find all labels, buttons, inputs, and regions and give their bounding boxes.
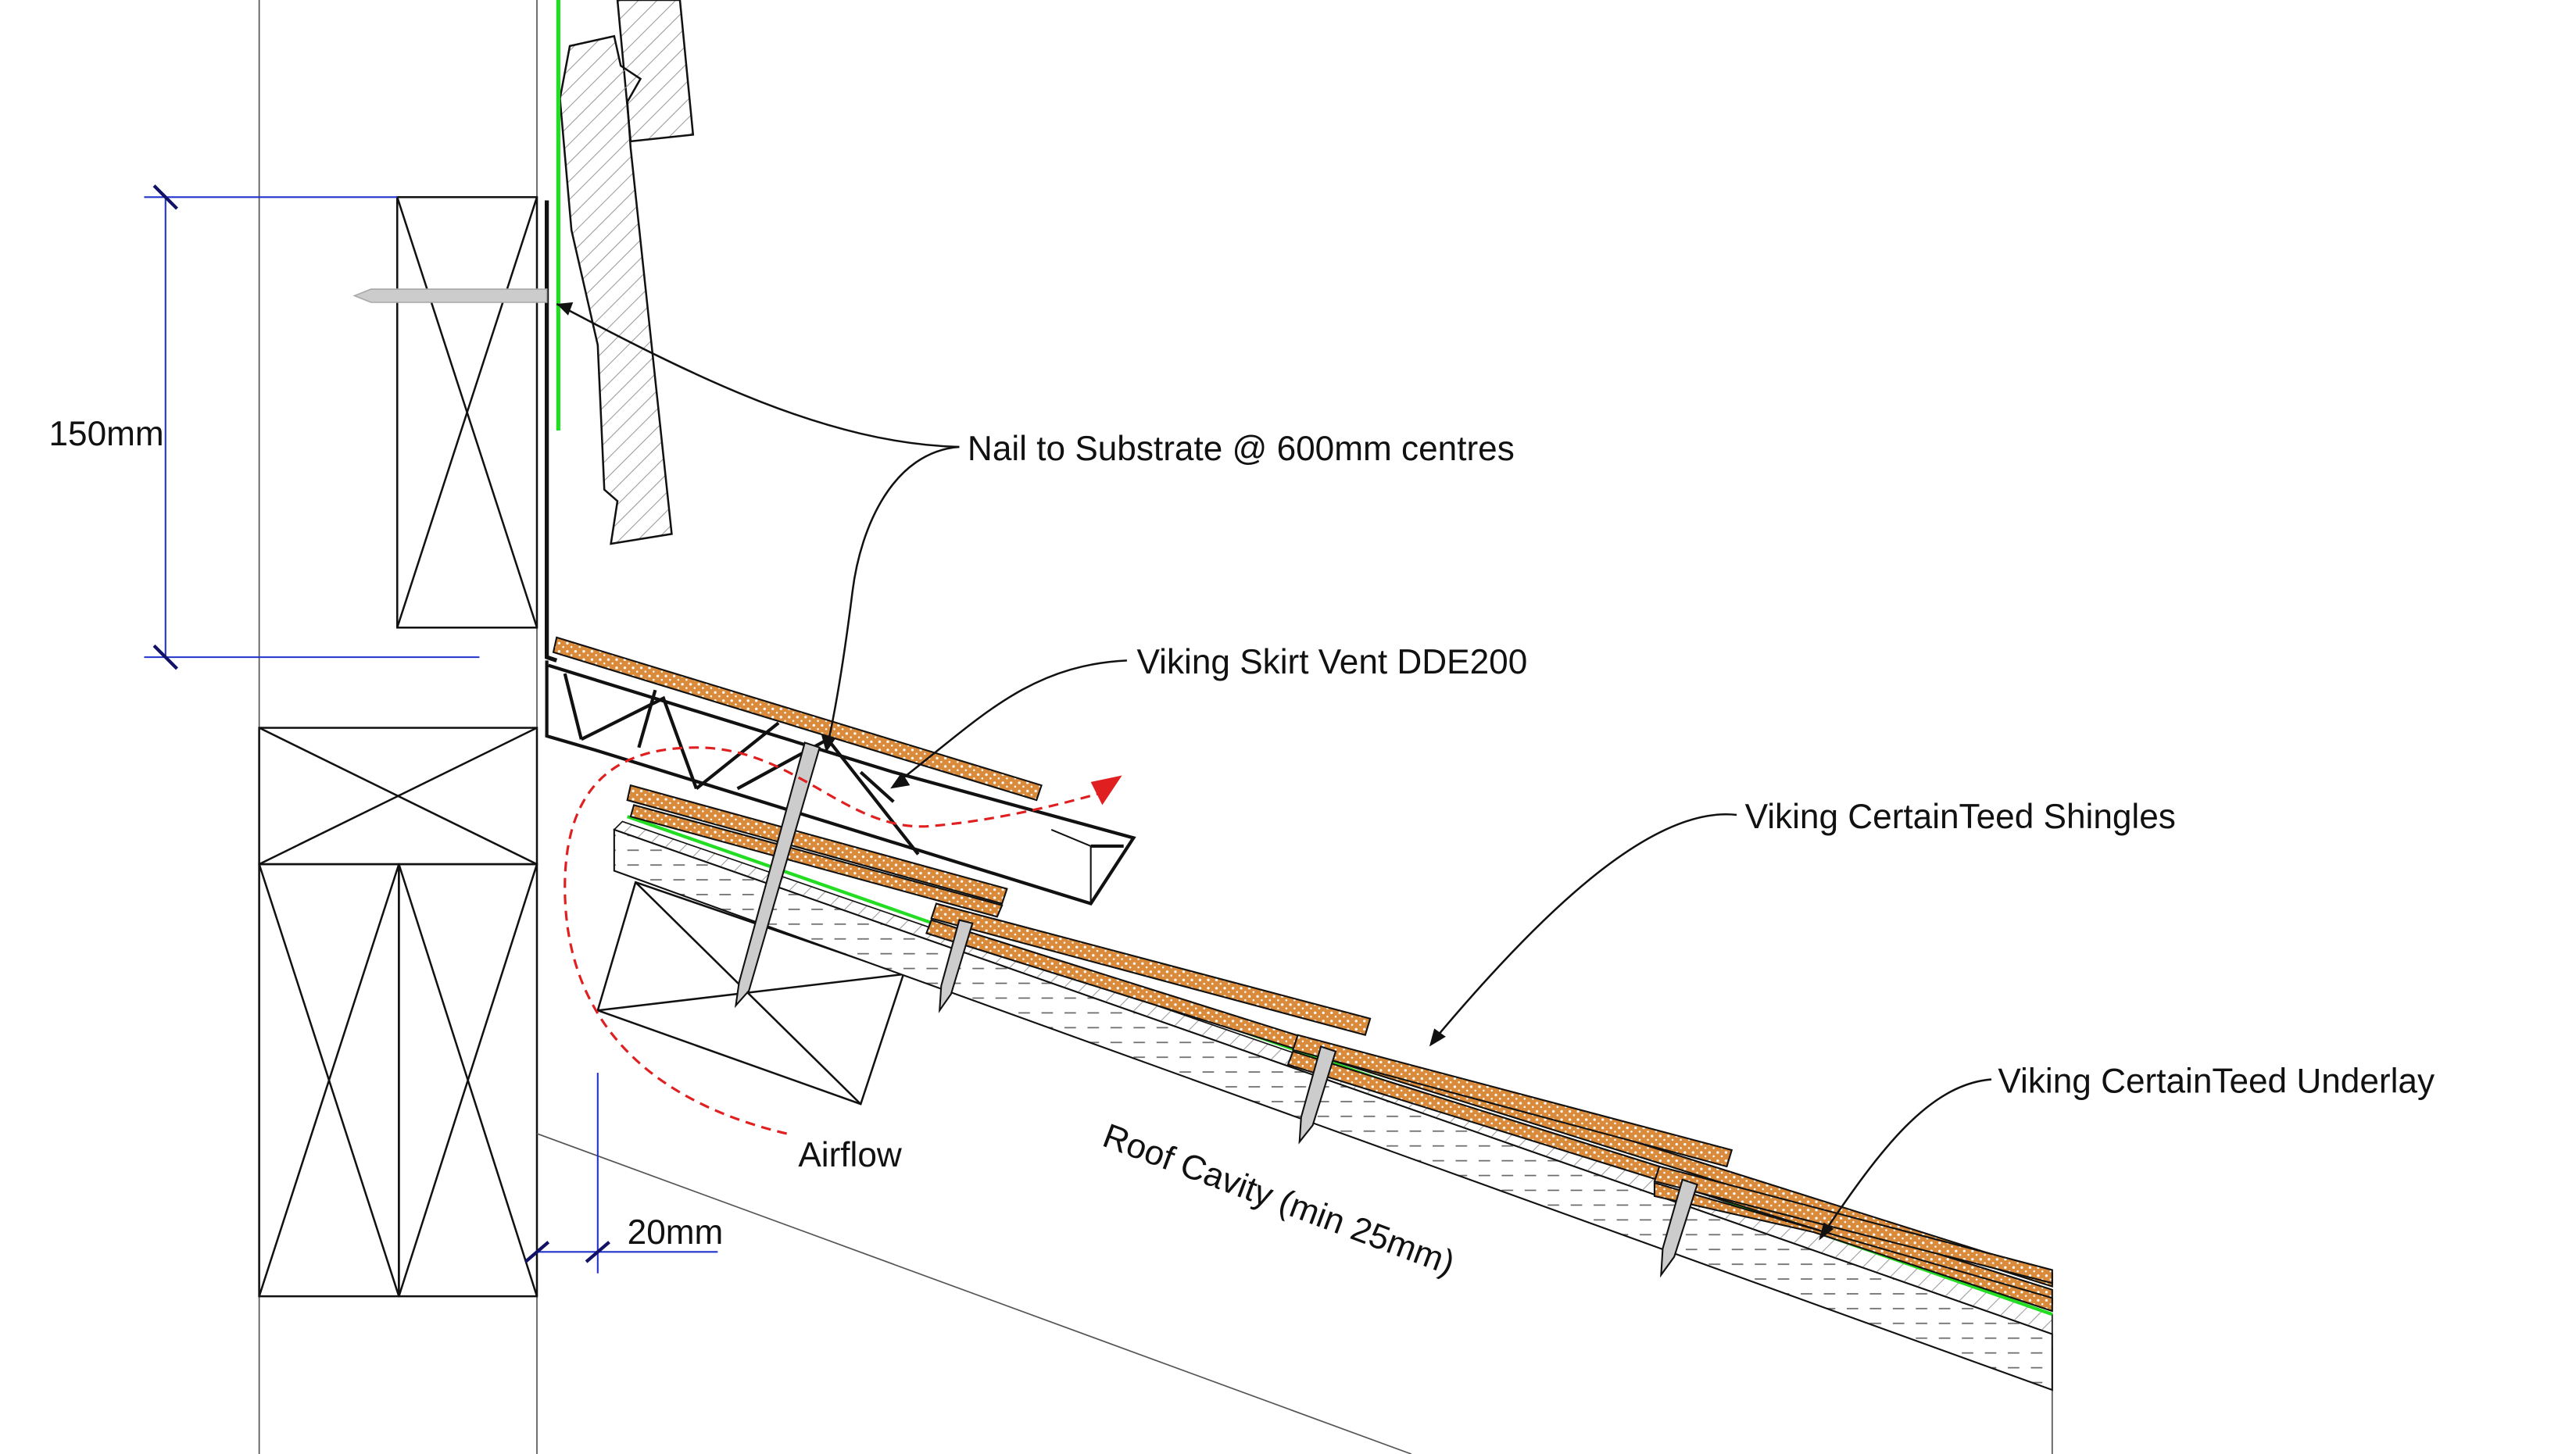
airflow-label: Airflow [798, 1136, 902, 1174]
lower-wall-plate [258, 727, 538, 1298]
airflow-arrowhead [1090, 775, 1122, 806]
shingle-course [629, 804, 1004, 918]
nail-label: Nail to Substrate @ 600mm centres [968, 430, 1515, 468]
shingle-nail [1660, 1178, 1698, 1278]
shingle-nail [1298, 1045, 1337, 1145]
shingle-course [626, 784, 1008, 905]
upper-timber-batten [396, 196, 538, 629]
substrate-nail [352, 288, 548, 303]
dimension-20mm [524, 1073, 718, 1274]
airflow-path [564, 746, 1122, 1135]
shingles-leader [1432, 813, 1737, 1043]
vent-label: Viking Skirt Vent DDE200 [1137, 643, 1528, 681]
vent-leader [893, 659, 1127, 787]
wall-cladding [559, 0, 695, 545]
shingle-nail [938, 919, 974, 1013]
nail-leader-2 [826, 445, 960, 745]
dimension-150mm [144, 184, 480, 670]
shingle-course [930, 902, 1372, 1037]
shingle-course [1291, 1034, 1733, 1168]
shingle-nails [734, 741, 1698, 1278]
shingle-course [1653, 1165, 2053, 1284]
underlay-leader [1821, 1078, 1992, 1237]
shingles-label: Viking CertainTeed Shingles [1745, 798, 2176, 836]
shingle-course [1653, 1181, 2053, 1313]
shingle-nail [734, 741, 821, 1009]
leader-lines [556, 302, 1992, 1241]
shingle-courses [626, 784, 2053, 1313]
dimension-gap-label: 20mm [628, 1213, 724, 1252]
flashing-upstand [544, 200, 558, 663]
nail-leader [556, 302, 960, 448]
underlay-label: Viking CertainTeed Underlay [1998, 1062, 2435, 1100]
dimension-height-label: 150mm [48, 415, 163, 453]
